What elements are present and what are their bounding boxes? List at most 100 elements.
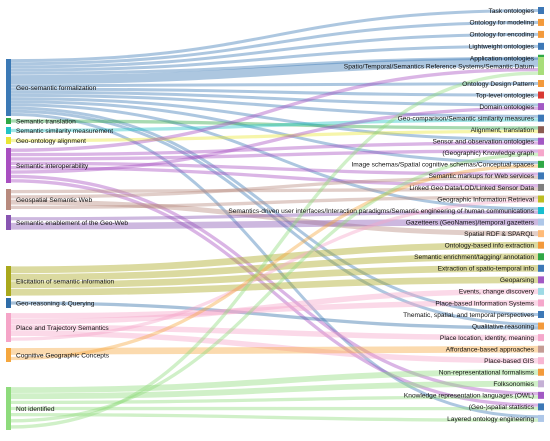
source-node[interactable] (6, 387, 11, 430)
flow-link (10, 195, 539, 210)
target-node[interactable] (538, 160, 544, 168)
target-label: Layered ontology engineering (447, 416, 534, 423)
flow-link (10, 100, 539, 165)
target-label: (Geo-)spatial statistics (469, 404, 535, 411)
flow-link (10, 324, 539, 341)
flow-link (10, 264, 539, 289)
source-node[interactable] (6, 137, 11, 144)
source-node[interactable] (6, 148, 11, 183)
target-label: Top-level ontologies (476, 92, 535, 99)
source-label: Not identified (16, 406, 55, 413)
target-node[interactable] (538, 183, 544, 191)
target-node[interactable] (538, 287, 544, 295)
target-node[interactable] (538, 414, 544, 422)
target-node[interactable] (538, 311, 544, 318)
target-node[interactable] (538, 114, 544, 122)
target-node[interactable] (538, 368, 544, 376)
source-label: Semantic interoperability (16, 163, 89, 170)
flow-link (10, 276, 539, 296)
source-node[interactable] (6, 215, 11, 230)
target-node[interactable] (538, 230, 544, 238)
target-node[interactable] (538, 218, 544, 226)
target-node[interactable] (538, 357, 544, 365)
flow-link (10, 288, 539, 325)
target-node[interactable] (538, 391, 544, 399)
source-node[interactable] (6, 298, 11, 308)
target-node[interactable] (538, 149, 544, 157)
source-node[interactable] (6, 313, 11, 342)
target-node[interactable] (538, 403, 544, 411)
target-node[interactable] (538, 137, 544, 145)
flow-link (10, 112, 539, 419)
source-label: Geospatial Semantic Web (16, 197, 92, 204)
target-label: Place location, identity, meaning (440, 335, 534, 342)
target-node[interactable] (538, 299, 544, 307)
target-label: Spatial RDF & SPARQL (464, 231, 534, 238)
target-node[interactable] (538, 345, 544, 353)
target-node[interactable] (538, 253, 544, 261)
target-node[interactable] (538, 91, 544, 99)
target-node[interactable] (538, 195, 544, 203)
target-node[interactable] (538, 126, 544, 134)
source-label: Geo-semantic formalization (16, 85, 97, 92)
flow-link (10, 32, 539, 69)
flow-link (10, 103, 539, 211)
target-label: Folksonomies (493, 381, 534, 388)
target-label: Spatio/Temporal/Semantics Reference Syst… (344, 63, 535, 70)
target-node[interactable] (538, 172, 544, 180)
target-label: Extraction of spatio-temporal info (438, 266, 535, 273)
target-label: Geo-comparison/Semantic similarity measu… (398, 115, 535, 122)
flow-link (10, 71, 539, 429)
target-node[interactable] (538, 322, 544, 330)
target-label: Semantic enrichment/tagging/ annotation (414, 254, 534, 261)
target-node[interactable] (538, 30, 544, 38)
source-node[interactable] (6, 266, 11, 296)
flow-link (10, 90, 539, 107)
flow-link (10, 97, 539, 142)
source-node[interactable] (6, 118, 11, 124)
target-node[interactable] (538, 264, 544, 272)
target-node[interactable] (538, 380, 544, 388)
flow-link (10, 330, 539, 364)
flow-link (10, 199, 539, 341)
target-node[interactable] (538, 207, 544, 215)
target-node[interactable] (538, 334, 544, 342)
target-node[interactable] (538, 276, 544, 284)
flow-link (10, 161, 539, 176)
source-node[interactable] (6, 348, 11, 362)
flow-link (10, 56, 539, 75)
flow-link (10, 87, 539, 97)
target-node[interactable] (538, 103, 544, 111)
target-node[interactable] (538, 80, 544, 87)
source-node[interactable] (6, 59, 11, 116)
source-node[interactable] (6, 189, 11, 210)
flow-link (10, 81, 539, 88)
flow-link (10, 241, 539, 274)
target-label: Linked Geo Data/LOD/Linked Sensor Data (409, 185, 534, 192)
flow-link (10, 119, 539, 130)
target-node[interactable] (538, 241, 544, 249)
target-node[interactable] (538, 18, 544, 26)
flow-link (10, 141, 539, 157)
flow-link (10, 44, 539, 72)
flow-link (10, 395, 539, 405)
target-label: Events, change discovery (459, 289, 535, 296)
flow-link (10, 67, 539, 152)
flow-link (10, 109, 539, 326)
target-label: Gazetteers (GeoNames)/temporal gazetters (406, 219, 535, 226)
target-node[interactable] (538, 57, 544, 75)
target-label: Affordance-based approaches (446, 346, 535, 353)
target-label: Semantic markups for Web services (429, 173, 535, 180)
flow-link (10, 253, 539, 281)
target-node[interactable] (538, 42, 544, 50)
flow-link (10, 106, 539, 317)
source-node[interactable] (6, 127, 11, 134)
flow-link (10, 300, 539, 319)
flow-link (10, 149, 539, 161)
node-layer (6, 7, 544, 430)
target-node[interactable] (538, 7, 544, 14)
target-label: Ontology for modeling (469, 20, 534, 27)
target-label: Place-based GIS (484, 358, 534, 365)
